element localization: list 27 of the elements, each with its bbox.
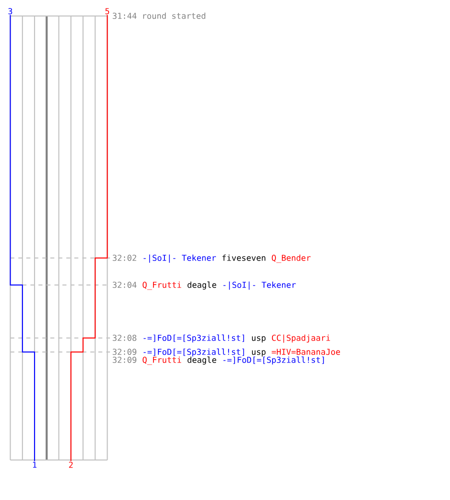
team-count: 2	[69, 462, 73, 468]
timestamp: 32:09	[112, 348, 136, 355]
player-name: -|SoI|- Tekener	[223, 282, 296, 290]
player-name: =HIV=BananaJoe	[272, 348, 340, 355]
player-name: -|SoI|- Tekener	[144, 254, 216, 263]
timestamp: 32:09	[112, 356, 136, 363]
step-line	[70, 14, 108, 462]
player-name: Q_Bender	[272, 254, 311, 263]
timestamp: 32:04	[112, 282, 136, 288]
step-line	[10, 14, 36, 462]
weapon-name: deagle	[188, 356, 216, 365]
team-count: 3	[8, 8, 12, 14]
weapon-name: usp	[252, 350, 266, 356]
player-name: Q_Frutti	[142, 282, 182, 290]
timestamp: 32:02	[112, 254, 136, 261]
weapon-name: fiveseven	[222, 254, 266, 261]
weapon-name: deagle	[188, 282, 216, 290]
status-text: 31:44 round started	[112, 12, 206, 19]
timestamp: 32:08	[112, 334, 136, 341]
player-name: -=]FoD[=[Sp3ziall!st]	[223, 356, 324, 364]
player-name: -=]FoD[=[Sp3ziall!st]	[144, 348, 244, 356]
player-name: Q_Frutti	[142, 356, 182, 365]
team-count: 1	[33, 462, 36, 468]
player-name: -=]FoD[=[Sp3ziall!st]	[144, 334, 244, 342]
player-name: CC|Spadjaari	[272, 334, 330, 343]
weapon-name: usp	[252, 336, 266, 342]
team-count: 5	[105, 8, 110, 14]
